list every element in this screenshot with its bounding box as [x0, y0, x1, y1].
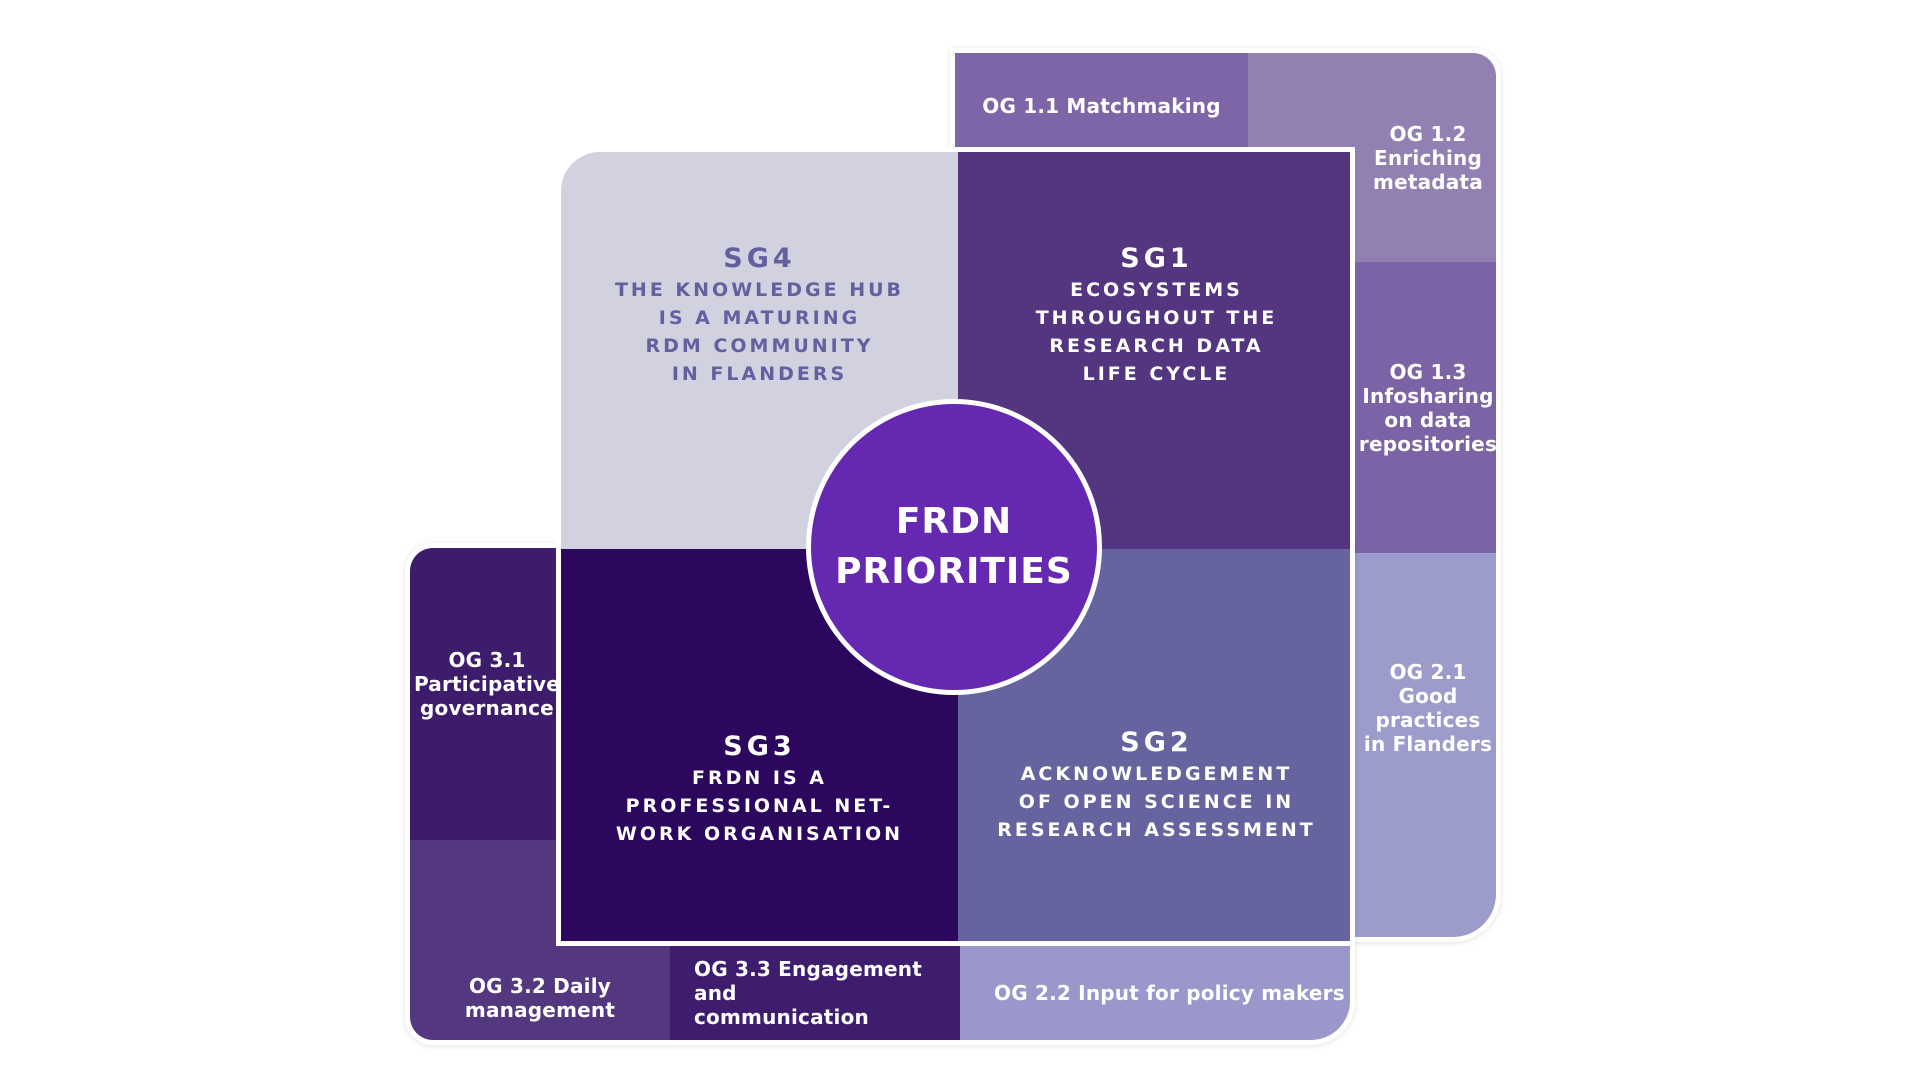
og-3-2-label-line-1: OG 3.2 Daily	[468, 973, 612, 998]
sg2-code: SG2	[1120, 727, 1193, 758]
og-2-2-cell: OG 2.2 Input for policy makers	[960, 940, 1350, 1040]
sg2-text: SG2 ACKNOWLEDGEMENT OF OPEN SCIENCE IN RES…	[958, 727, 1350, 844]
sg1-title: ECOSYSTEMS THROUGHOUT THE RESEARCH DATA LIF…	[958, 276, 1350, 388]
og-2-1-label-line-3: practices	[1375, 707, 1481, 732]
og-3-3-label-line-1: OG 3.3 Engagement and	[694, 956, 922, 1005]
og-1-3-label-line-2: Infosharing	[1362, 383, 1494, 408]
og-1-3-label-line-3: on data	[1384, 407, 1472, 432]
sg4-title-line-3: RDM COMMUNITY	[645, 335, 874, 357]
sg3-title: FRDN IS A PROFESSIONAL NET- WORK ORGANISAT…	[561, 764, 958, 848]
og-2-2-label: OG 2.2 Input for policy makers	[994, 981, 1345, 1005]
sg3-code: SG3	[723, 731, 796, 762]
sg2-title: ACKNOWLEDGEMENT OF OPEN SCIENCE IN RESEARC…	[958, 760, 1350, 844]
og-2-1-label-line-4: in Flanders	[1363, 731, 1493, 756]
sg2-title-line-3: RESEARCH ASSESSMENT	[997, 819, 1316, 841]
og-2-1-label-line-1: OG 2.1	[1389, 659, 1467, 684]
sg4-text: SG4 THE KNOWLEDGE HUB IS A MATURING RDM CO…	[561, 244, 958, 388]
og-1-3-label-line-1: OG 1.3	[1389, 359, 1467, 384]
center-line-1: FRDN	[895, 501, 1013, 542]
center-line-2: PRIORITIES	[835, 551, 1073, 592]
og-3-3-label-line-2: communication	[694, 1004, 869, 1029]
sg4-title-line-2: IS A MATURING	[658, 307, 861, 329]
sg1-title-line-3: RESEARCH DATA	[1049, 335, 1264, 357]
sg1-text: SG1 ECOSYSTEMS THROUGHOUT THE RESEARCH DAT…	[958, 243, 1350, 388]
sg1-title-line-4: LIFE CYCLE	[1082, 363, 1231, 385]
sg2-title-line-1: ACKNOWLEDGEMENT	[1020, 763, 1293, 785]
og-1-2-label-line-2: Enriching	[1374, 145, 1482, 170]
og-3-1-label-line-2: Participative	[413, 672, 561, 696]
sg3-title-line-2: PROFESSIONAL NET-	[625, 795, 894, 817]
og-3-1-label-line-3: governance	[420, 696, 554, 720]
sg4-title: THE KNOWLEDGE HUB IS A MATURING RDM COMMUN…	[561, 276, 958, 388]
og-1-2-label-line-1: OG 1.2	[1389, 121, 1467, 146]
og-1-1-label-line-1: OG 1.1 Matchmaking	[982, 93, 1221, 118]
og-3-1-label-line-1: OG 3.1	[448, 648, 526, 672]
sg1-code: SG1	[1120, 243, 1193, 274]
sg4-title-line-4: IN FLANDERS	[671, 363, 848, 385]
og-3-2-label-line-2: management	[464, 997, 616, 1022]
sg3-title-line-3: WORK ORGANISATION	[615, 823, 904, 845]
og-1-2-label-line-3: metadata	[1373, 169, 1483, 194]
sg3-text: SG3 FRDN IS A PROFESSIONAL NET- WORK ORGAN…	[561, 732, 958, 848]
og-1-3-label-line-4: repositories	[1358, 431, 1498, 456]
og-1-1-label: OG 1.1 Matchmaking	[982, 94, 1220, 118]
sg4-title-line-1: THE KNOWLEDGE HUB	[614, 279, 905, 301]
og-1-1-cell: OG 1.1 Matchmaking	[955, 53, 1248, 158]
sg1-title-line-2: THROUGHOUT THE	[1035, 307, 1278, 329]
og-2-1-label-line-2: Good	[1398, 683, 1458, 708]
frdn-priorities-circle: FRDN PRIORITIES	[806, 399, 1102, 695]
sg1-title-line-1: ECOSYSTEMS	[1070, 279, 1243, 301]
sg3-title-line-1: FRDN IS A	[692, 767, 827, 789]
sg4-code: SG4	[723, 243, 796, 274]
sg2-title-line-2: OF OPEN SCIENCE IN	[1018, 791, 1295, 813]
og-2-2-label-line-1: OG 2.2 Input for policy makers	[994, 980, 1345, 1005]
